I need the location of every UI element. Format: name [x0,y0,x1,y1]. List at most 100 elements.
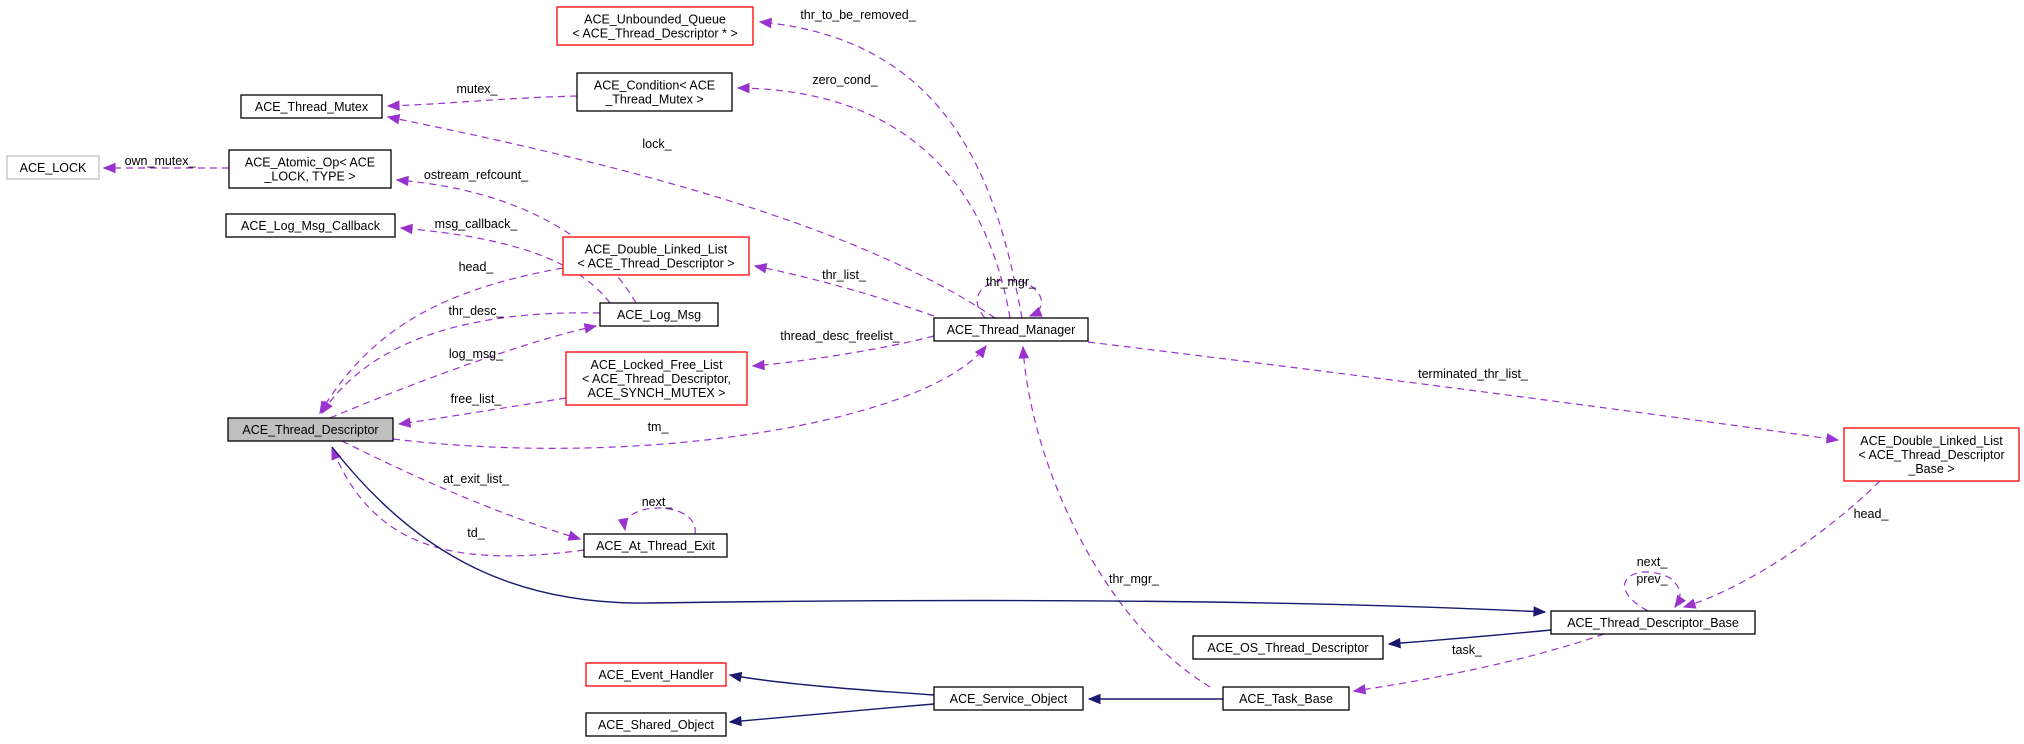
node-box [240,94,383,119]
edge-label: next_ [642,495,674,509]
node-label: ACE_Log_Msg [617,308,701,322]
class-node-unbounded-queue[interactable]: ACE_Unbounded_Queue< ACE_Thread_Descript… [556,6,754,46]
node-label: ACE_Condition< ACE [594,78,715,92]
node-label: ACE_Thread_Mutex [255,100,369,114]
node-box [585,662,727,687]
edge-inh-service [1087,693,1223,705]
edge-label: tm_ [648,420,670,434]
class-node-thread-mutex[interactable]: ACE_Thread_Mutex [240,94,383,119]
edge-line [729,703,935,723]
edge-line [396,179,637,304]
edge-inh-os [1387,629,1552,649]
node-label: < ACE_Thread_Descriptor, [582,372,731,386]
class-node-double-linked-list-base[interactable]: ACE_Double_Linked_List< ACE_Thread_Descr… [1843,427,2020,482]
node-box [1222,686,1350,711]
edge-free-list [397,397,567,428]
class-node-log-msg[interactable]: ACE_Log_Msg [599,302,719,327]
edge-line [1388,629,1552,645]
node-box [576,72,733,112]
arrowhead-icon [758,17,772,29]
edge-line [398,397,567,425]
arrowhead-icon [736,82,750,94]
edge-line [400,227,611,304]
edge-label: next_ [1637,555,1669,569]
arrowhead-icon [728,671,743,683]
class-node-double-linked-list[interactable]: ACE_Double_Linked_List< ACE_Thread_Descr… [562,236,750,276]
edge-ostream-refcount [395,175,637,304]
node-box [562,236,750,276]
edge-own-mutex [102,162,229,174]
arrowhead-icon [399,223,413,235]
edge-zero-cond [736,82,1011,319]
edge-line [341,440,581,540]
node-label: _LOCK, TYPE > [263,169,355,183]
node-label: ACE_Task_Base [1239,692,1333,706]
class-node-shared-object[interactable]: ACE_Shared_Object [585,712,727,737]
edge-line [319,267,564,414]
edge-line [331,446,1546,613]
edge-label: head_ [1854,507,1890,521]
node-box [228,149,392,189]
node-label: ACE_Thread_Descriptor_Base [1567,616,1739,630]
class-node-thread-descriptor[interactable]: ACE_Thread_Descriptor [227,417,394,442]
node-label: ACE_Shared_Object [598,718,715,732]
node-box [1843,427,2020,482]
edge-line [759,21,1023,319]
class-node-task-base[interactable]: ACE_Task_Base [1222,686,1350,711]
class-node-ace-lock[interactable]: ACE_LOCK [6,155,100,180]
class-node-thread-manager[interactable]: ACE_Thread_Manager [933,317,1089,342]
edge-inh-event [728,671,935,696]
edge-label: head_ [459,260,495,274]
class-node-at-thread-exit[interactable]: ACE_At_Thread_Exit [583,533,728,558]
edge-terminated-thr-list [1087,341,1840,444]
class-node-event-handler[interactable]: ACE_Event_Handler [585,662,727,687]
edge-label: thr_desc_ [449,304,505,318]
edge-label: thread_desc_freelist_ [780,329,901,343]
arrowhead-icon [386,100,400,111]
edge-thr-list [753,263,935,317]
arrowhead-icon [395,175,409,187]
class-node-log-msg-callback[interactable]: ACE_Log_Msg_Callback [225,213,396,238]
class-node-thread-descriptor-base[interactable]: ACE_Thread_Descriptor_Base [1550,610,1756,635]
edge-line [392,345,987,449]
class-node-atomic-op[interactable]: ACE_Atomic_Op< ACE_LOCK, TYPE > [228,149,392,189]
node-label: ACE_Unbounded_Queue [584,12,726,26]
edge-label: ostream_refcount_ [424,168,529,182]
node-box [599,302,719,327]
edge-head-dll [319,267,564,415]
node-label: < ACE_Thread_Descriptor [1858,448,2004,462]
node-label: _Base > [1907,462,1954,476]
class-node-service-object[interactable]: ACE_Service_Object [933,686,1084,711]
class-node-locked-free-list[interactable]: ACE_Locked_Free_List< ACE_Thread_Descrip… [565,351,748,406]
arrowhead-icon [321,400,333,415]
node-label: ACE_Locked_Free_List [590,358,723,372]
edge-thread-desc-freelist [751,335,935,371]
edge-label: log_msg_ [449,347,504,361]
node-label: ACE_Event_Handler [598,668,713,682]
edge-thr-mgr-task [1018,345,1211,688]
edge-label: mutex_ [457,82,499,96]
arrowhead-icon [567,530,582,541]
edge-thr-desc [321,312,601,415]
node-label: ACE_At_Thread_Exit [596,539,715,553]
edge-label: thr_list_ [822,268,867,282]
edge-line [1683,480,1881,608]
edge-line [754,265,935,317]
edge-at-exit-list [341,440,582,541]
edge-thr-to-be-removed [758,17,1023,319]
edge-label: terminated_thr_list_ [1418,367,1529,381]
class-node-os-thread-descriptor[interactable]: ACE_OS_Thread_Descriptor [1192,635,1384,660]
arrowhead-icon [386,114,401,125]
arrowhead-icon [753,263,768,274]
edges-layer [102,17,1881,727]
nodes-layer: ACE_Unbounded_Queue < ACE_Thread_Descript… [6,6,2020,737]
arrowhead-icon [1352,684,1367,695]
edge-line [321,312,601,414]
node-label: ACE_Atomic_Op< ACE [245,155,375,169]
edge-line [624,507,696,535]
class-node-condition[interactable]: ACE_Condition< ACE_Thread_Mutex > [576,72,733,112]
edge-next-exit [617,507,696,535]
edge-labels-layer: thr_to_be_removed_zero_cond_mutex_lock_o… [125,8,1890,657]
arrowhead-icon [1682,598,1697,609]
